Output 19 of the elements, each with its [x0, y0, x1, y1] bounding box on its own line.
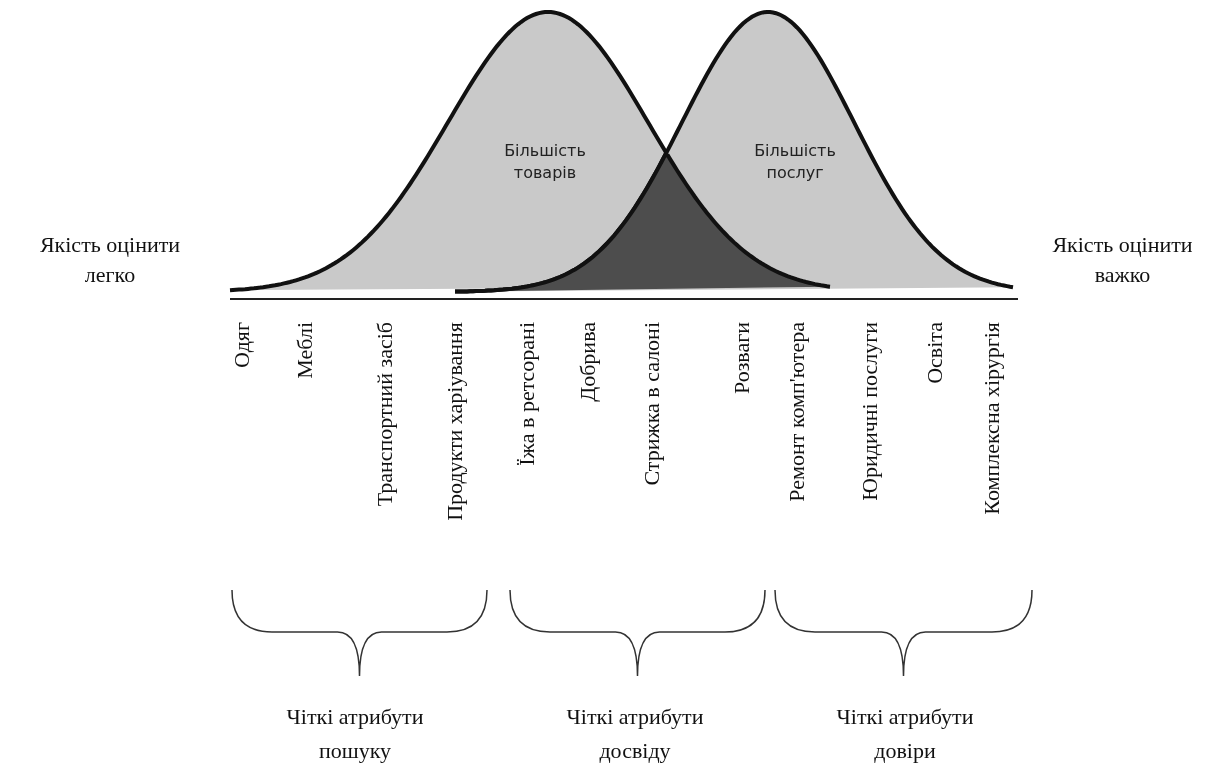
curve-label: Більшість товарів	[503, 140, 587, 184]
group-label: Чіткі атрибути пошуку	[285, 703, 425, 765]
side-label: Якість оцінити важко	[1051, 231, 1194, 289]
axis-item-label: Добрива	[575, 322, 601, 402]
side-label: Якість оцінити легко	[38, 231, 182, 289]
axis-item-label: Розваги	[729, 322, 755, 395]
axis-item-label: Ремонт комп'ютера	[784, 322, 810, 502]
axis-item-label: Продукти харіування	[442, 322, 468, 521]
axis-item-label: Освіта	[922, 322, 948, 384]
axis-item-label: Одяг	[229, 322, 255, 368]
curve-label: Більшість послуг	[753, 140, 837, 184]
axis-item-label: Меблі	[292, 322, 318, 379]
group-label: Чіткі атрибути досвіду	[565, 703, 705, 765]
axis-item-label: Комплексна хірургія	[979, 322, 1005, 515]
axis-item-label: Юридичні послуги	[857, 322, 883, 501]
axis-item-label: Стрижка в салоні	[639, 322, 665, 486]
group-label: Чіткі атрибути довіри	[835, 703, 975, 765]
axis-item-label: Транспортний засіб	[372, 322, 398, 507]
axis-item-label: Їжа в ретсорані	[514, 322, 540, 466]
